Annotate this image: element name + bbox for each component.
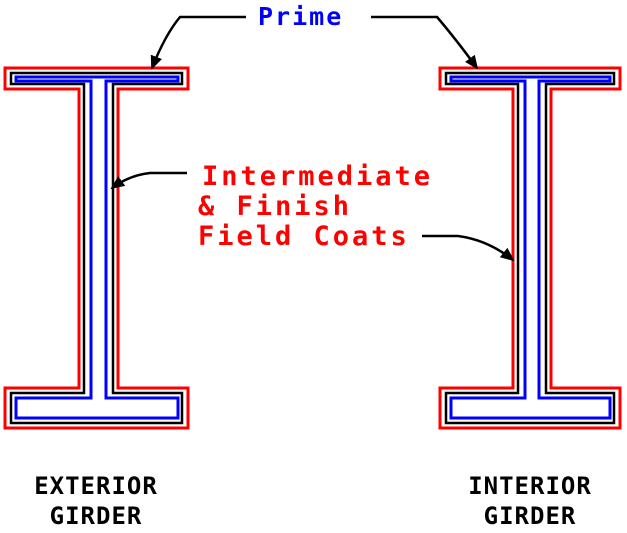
field-coats-label-line2: & Finish — [198, 191, 352, 222]
interior-black-outline — [444, 71, 616, 425]
exterior-black-outline — [9, 71, 184, 425]
interior-girder — [438, 66, 622, 430]
interior-girder-label-line2: GIRDER — [484, 502, 577, 530]
exterior-field-coat-outline — [3, 66, 190, 430]
interior-girder-label-line1: INTERIOR — [468, 472, 592, 500]
field-coats-label-line1: Intermediate — [202, 161, 433, 192]
prime-leader-left — [150, 15, 246, 70]
exterior-girder-label-line1: EXTERIOR — [34, 472, 158, 500]
interior-prime-coat-outline — [449, 75, 612, 420]
field-coats-leader-right — [422, 234, 515, 262]
prime-leader-right — [371, 15, 479, 70]
interior-field-coat-outline — [438, 66, 622, 430]
field-coats-label-line3: Field Coats — [198, 221, 410, 252]
exterior-girder — [3, 66, 190, 430]
field-coats-leader-left — [110, 171, 187, 190]
exterior-prime-coat-outline — [14, 75, 180, 420]
exterior-girder-label-line2: GIRDER — [50, 502, 143, 530]
prime-label: Prime — [258, 2, 343, 31]
